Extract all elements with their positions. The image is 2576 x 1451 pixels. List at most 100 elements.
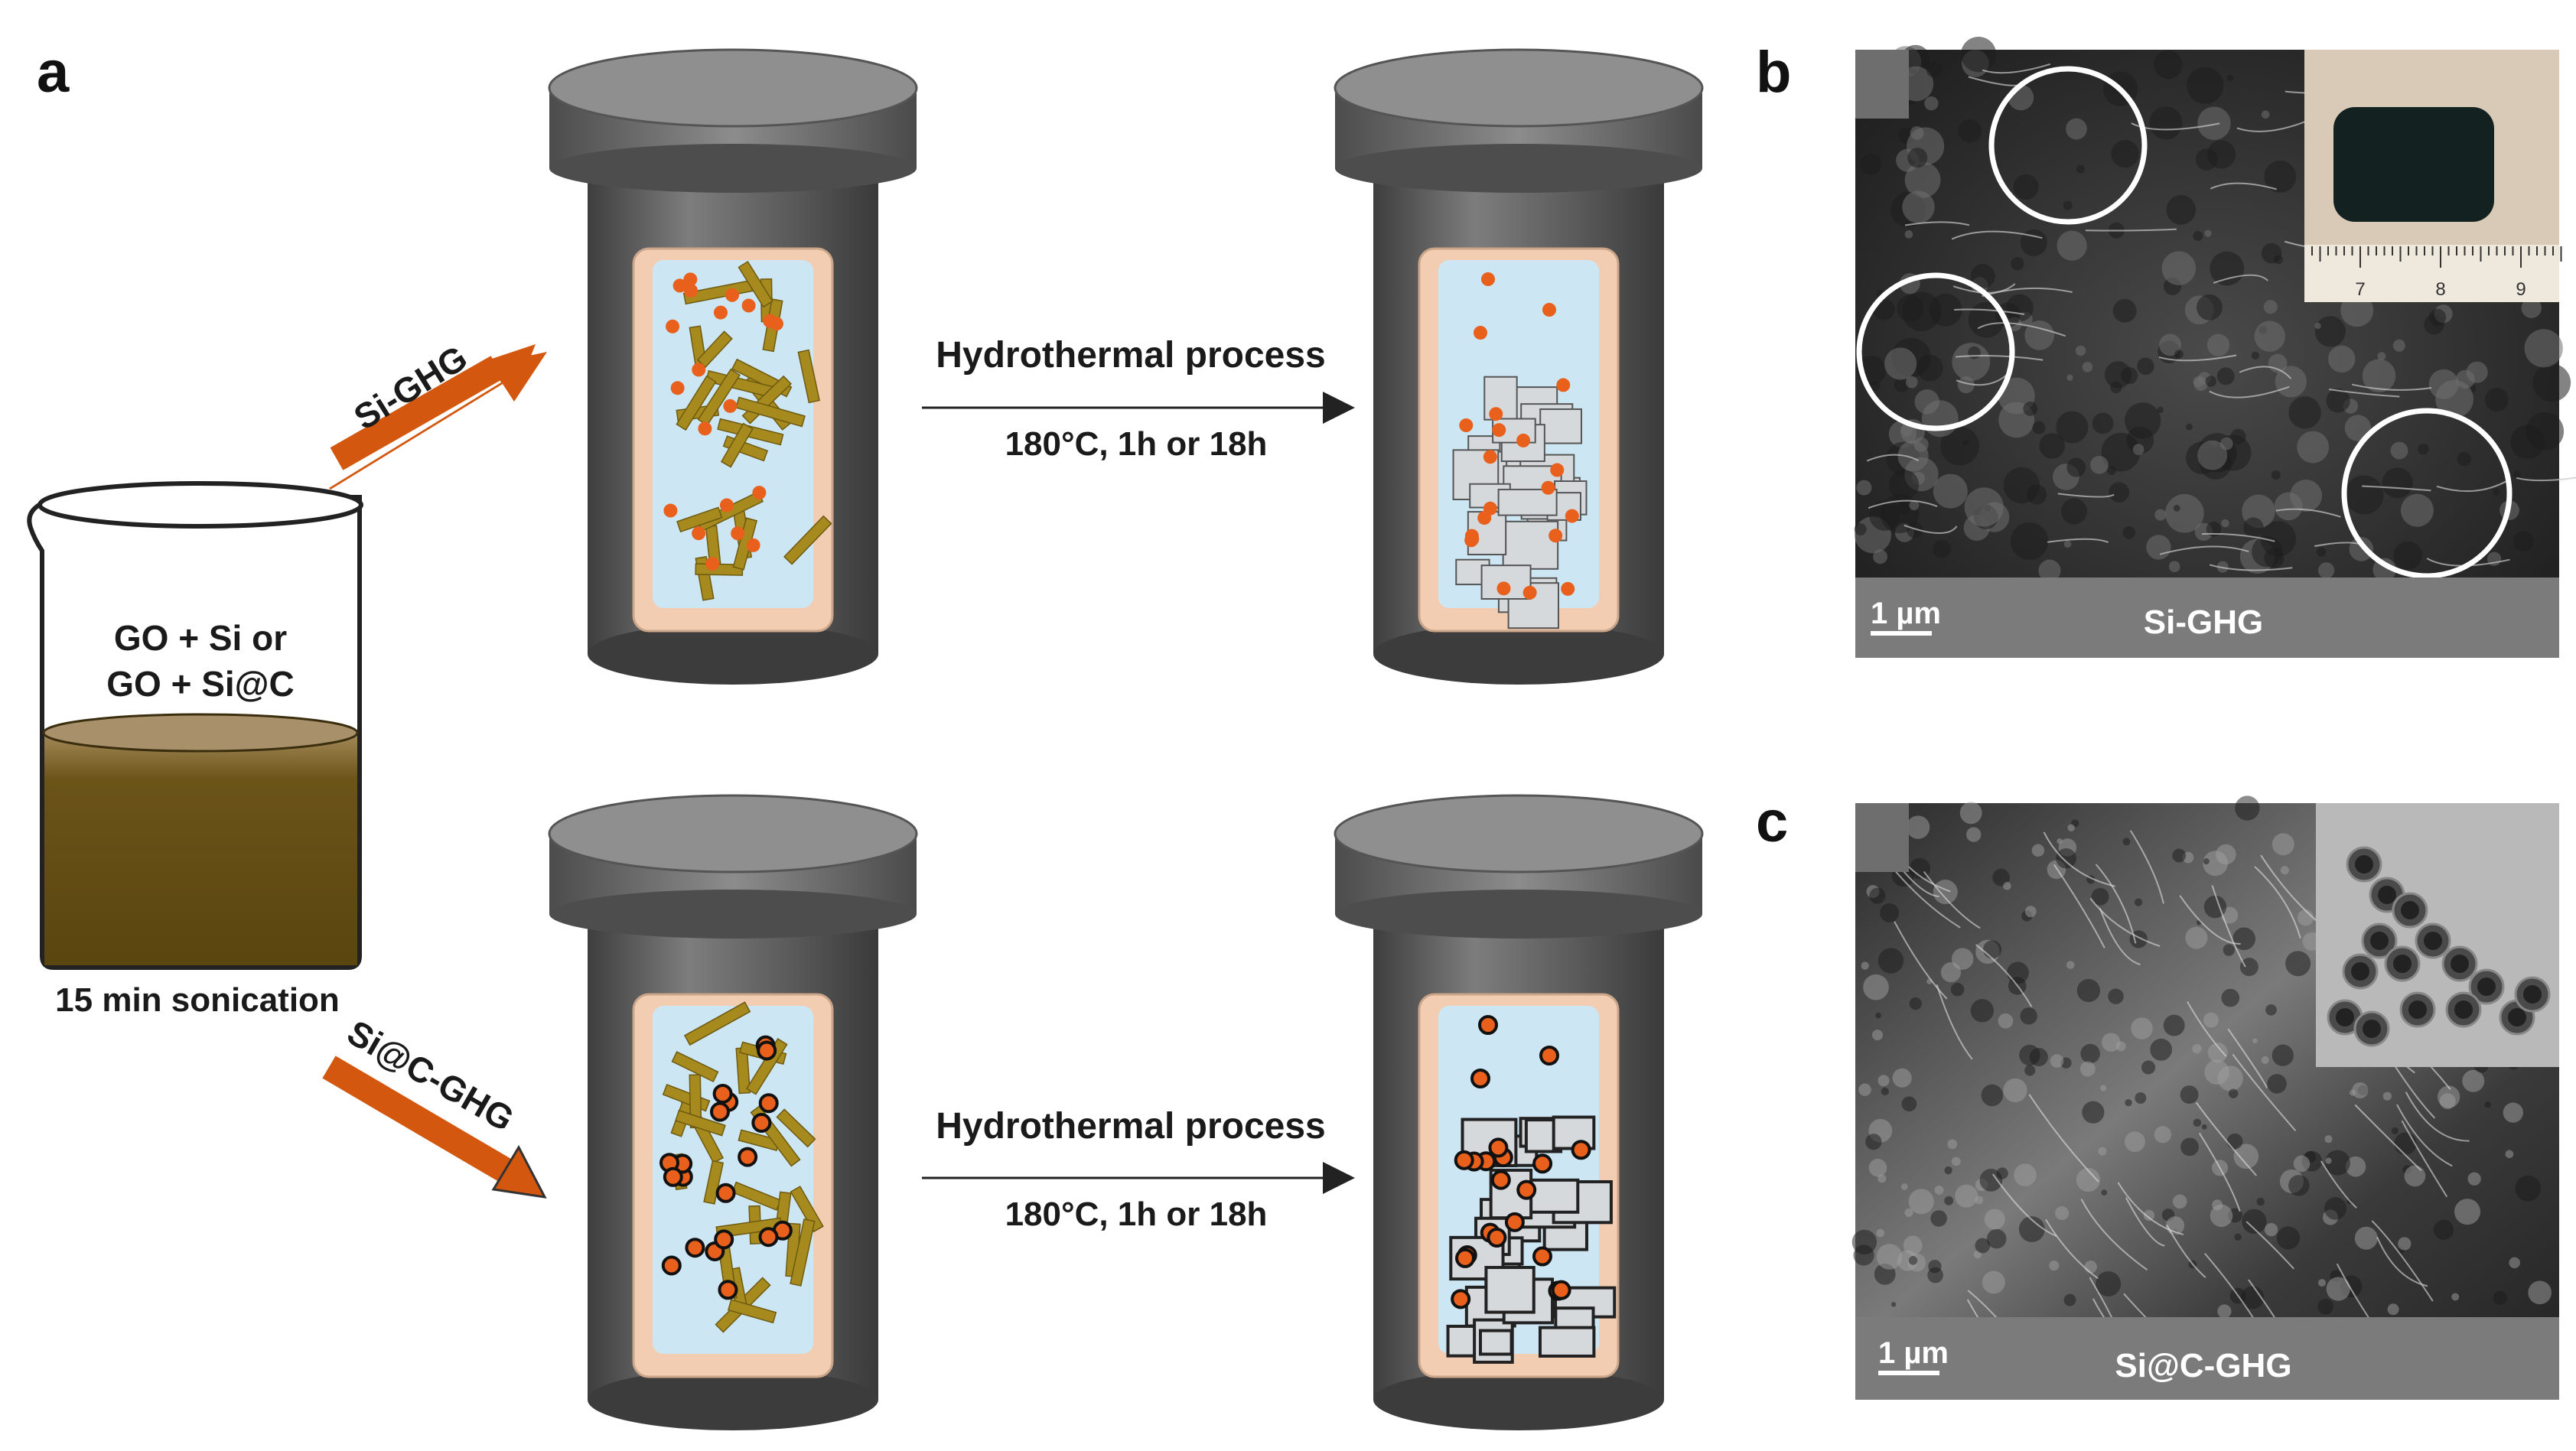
sem-grain (2122, 838, 2131, 846)
sem-ridge (2371, 1220, 2434, 1302)
sem-grain (1861, 961, 1869, 970)
sem-grain (2264, 1223, 2278, 1237)
go-sheet (745, 1038, 788, 1095)
sem-grain (2166, 195, 2197, 225)
tem-core (2355, 855, 2373, 874)
graphene-sheet (1538, 1326, 1596, 1358)
sem-grain (1894, 377, 1910, 392)
sem-grain (2206, 333, 2230, 356)
sem-ridge (2393, 1064, 2436, 1119)
sem-grain (2354, 1226, 2378, 1250)
sem-grain (1926, 61, 1943, 78)
sem-grain (2196, 294, 2223, 320)
sem-sheet-edge (2085, 228, 2177, 232)
sem-ridge (1923, 870, 1981, 929)
sem-grain (2223, 944, 2235, 956)
sem-grain (1906, 815, 1930, 839)
sem-grain (1903, 1235, 1923, 1255)
si-c-particle (738, 1147, 758, 1167)
sem-grain (2362, 359, 2396, 393)
sem-grain (1901, 1096, 1917, 1112)
sem-grain (2271, 470, 2281, 480)
sem-grain (2149, 106, 2183, 140)
si-c-particle (1571, 1140, 1591, 1160)
sem-grain (2159, 333, 2182, 356)
sem-grain (1928, 1260, 1942, 1274)
sem-grain (2280, 866, 2289, 875)
si-particle (1474, 326, 1487, 340)
sem-grain (2205, 376, 2217, 387)
sem-grain (2217, 1065, 2243, 1092)
sem-grain (2510, 425, 2545, 460)
sem-grain (2180, 1137, 2199, 1157)
go-sheet (675, 1109, 726, 1137)
sem-image-b: 7 8 9 1 µm Si-GHG (1854, 36, 2576, 658)
sem-grain (2057, 230, 2087, 261)
sem-grain (1888, 470, 1920, 500)
sem-ridge (1936, 984, 1973, 1060)
sem-grain (2163, 1014, 2185, 1036)
si-particle (1492, 423, 1506, 438)
sem-grain (1992, 868, 2010, 887)
autoclave-before-sic (548, 794, 918, 1430)
sem-ridge (2396, 1104, 2453, 1167)
sem-grain (2524, 329, 2563, 368)
sem-grain (2462, 1069, 2485, 1092)
tem-core (2508, 1008, 2526, 1026)
sem-grain (1900, 1183, 1908, 1190)
sem-ridge (2320, 1160, 2357, 1209)
si-particle (1459, 418, 1474, 433)
sem-grain (2027, 484, 2047, 505)
sem-sheet-edge (2362, 485, 2431, 492)
si-particle (1483, 450, 1497, 464)
sem-grain (2528, 1280, 2552, 1305)
sem-image-c: 1 µm Si@C-GHG (1851, 795, 2559, 1400)
sem-sheet-edge (2351, 383, 2432, 391)
sem-grain (2020, 229, 2047, 256)
sem-grain (2039, 433, 2065, 459)
sem-grain (2226, 1133, 2243, 1150)
autoclave-after-si (1334, 48, 1704, 685)
sem-grain (2317, 1279, 2327, 1287)
sem-grain (2509, 1257, 2520, 1269)
sem-grain (2264, 161, 2297, 194)
sem-grain (1940, 961, 1962, 983)
sem-grain (1916, 354, 1943, 382)
si-particle (1556, 378, 1571, 392)
sem-grain (2326, 1277, 2350, 1301)
si-c-particle (1478, 1015, 1498, 1035)
sem-sheet-edge (1904, 221, 1970, 226)
sem-ridge (1991, 1173, 2057, 1237)
sem-sheet-edge (2158, 354, 2237, 362)
sem-grain (2032, 421, 2046, 434)
sem-grain (2324, 1197, 2347, 1220)
sem-grain (1853, 1244, 1874, 1266)
sem-grain (2063, 540, 2072, 548)
sem-grain (1979, 1169, 2003, 1192)
si-c-particle (758, 1227, 779, 1248)
sem-grain (1904, 1208, 1913, 1217)
sem-grain (1909, 500, 1920, 511)
autoclave-before-si (548, 48, 918, 685)
sem-grain (2390, 441, 2408, 460)
sem-texture-b (1854, 36, 2576, 582)
vessel-base (1373, 623, 1664, 685)
sem-grain (2197, 440, 2228, 470)
ruler-tick-7: 7 (2355, 279, 2365, 300)
si-particle (1541, 480, 1555, 495)
sem-grain (1890, 1302, 1897, 1307)
sem-grain (2143, 1209, 2155, 1222)
sem-grain (2261, 110, 2270, 119)
sem-grain (2024, 906, 2037, 918)
sem-grain (1907, 522, 1923, 538)
sem-grain (2013, 174, 2039, 200)
sem-grain (2324, 1150, 2350, 1176)
sem-grain (1975, 1238, 1991, 1254)
sem-grain (2372, 558, 2396, 581)
sem-grain (2066, 118, 2087, 140)
sem-grain (1908, 1189, 1934, 1215)
sem-grain (2038, 559, 2061, 582)
sem-grain (2193, 376, 2205, 388)
go-sheet (776, 1108, 816, 1148)
sem-ridge (2045, 1218, 2099, 1280)
